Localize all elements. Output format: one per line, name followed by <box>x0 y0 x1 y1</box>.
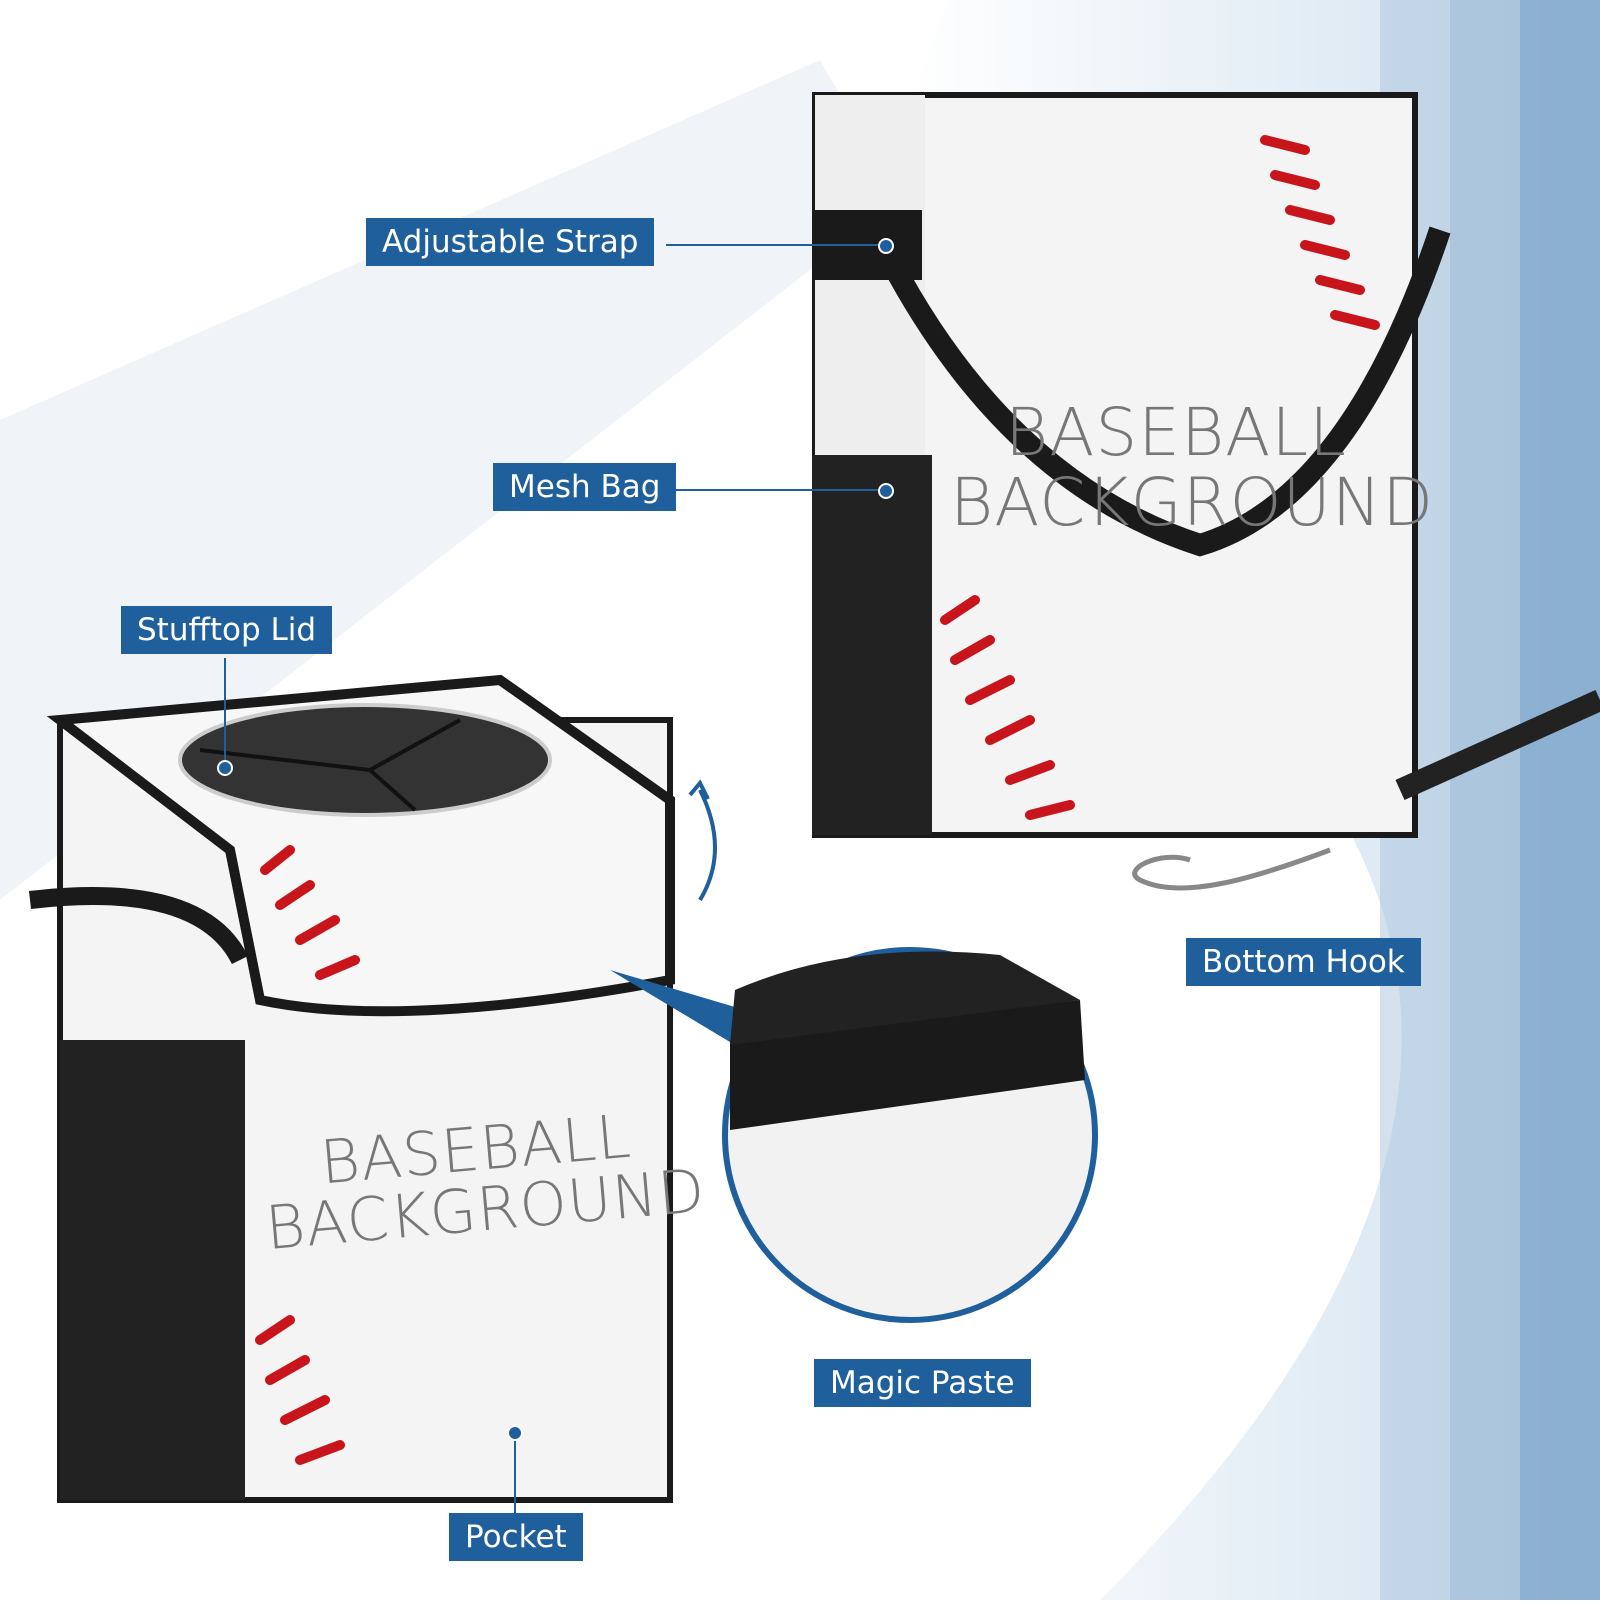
callout-dot <box>507 1425 523 1441</box>
print-line1-right: BASEBALL <box>1005 394 1347 471</box>
bag-left <box>28 674 717 1503</box>
strap <box>870 226 1451 557</box>
leader-line <box>666 489 884 491</box>
label-stufftop-lid: Stufftop Lid <box>121 606 333 654</box>
magic-paste-zoom <box>722 947 1098 1323</box>
label-pocket: Pocket <box>449 1513 583 1561</box>
leader-line <box>514 1430 516 1513</box>
label-bottom-hook: Bottom Hook <box>1186 938 1421 986</box>
leader-line <box>666 244 884 246</box>
print-line2-right: BACKGROUND <box>950 464 1435 541</box>
label-magic-paste: Magic Paste <box>814 1359 1031 1407</box>
hook <box>1132 847 1331 891</box>
callout-dot <box>217 760 233 776</box>
callout-dot <box>878 483 894 499</box>
label-adjustable-strap: Adjustable Strap <box>366 218 655 266</box>
mesh-bag-left <box>60 1040 245 1500</box>
mesh-bag-right <box>812 455 932 835</box>
label-mesh-bag: Mesh Bag <box>493 463 677 511</box>
stufftop-lid <box>178 703 552 817</box>
leader-line <box>224 658 226 763</box>
callout-dot <box>878 238 894 254</box>
